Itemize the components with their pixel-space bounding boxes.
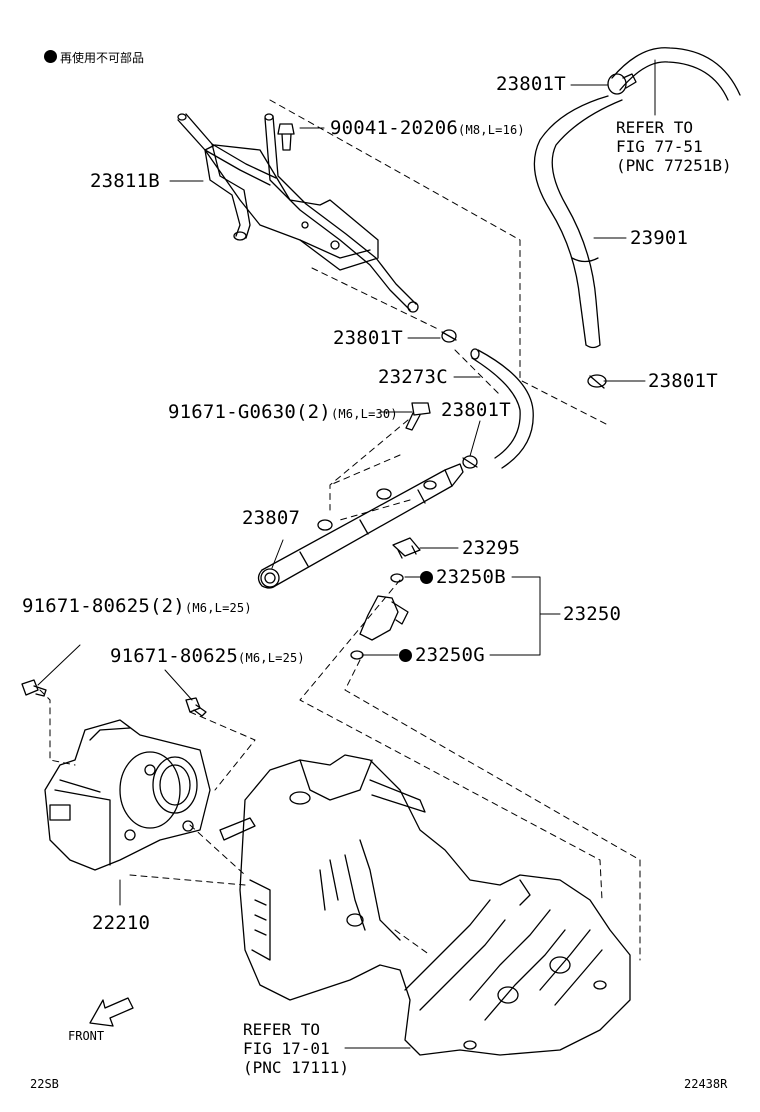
label-23801T-mid: 23801T bbox=[333, 327, 403, 349]
label-23250B: 23250B bbox=[420, 568, 506, 587]
legend-text: 再使用不可部品 bbox=[60, 51, 145, 65]
bolt-90041 bbox=[277, 123, 295, 151]
label-23811B: 23811B bbox=[90, 170, 160, 192]
fuel-rail-23807 bbox=[257, 463, 464, 589]
part-number: 23250B bbox=[436, 566, 506, 588]
bolt-spec: (M6,L=25) bbox=[238, 651, 305, 665]
non-reusable-dot-icon bbox=[399, 649, 412, 662]
label-23295: 23295 bbox=[462, 537, 521, 559]
refer-fig-77-51: REFER TO FIG 77-51 (PNC 77251B) bbox=[616, 118, 732, 175]
footer-right-code: 22438R bbox=[684, 1077, 728, 1091]
label-23807: 23807 bbox=[242, 507, 301, 529]
hose-clip-rail bbox=[462, 455, 478, 469]
hose-23901 bbox=[533, 47, 741, 349]
non-reusable-dot-icon bbox=[420, 571, 433, 584]
injector-23250 bbox=[350, 573, 409, 660]
part-number: 23250G bbox=[415, 644, 485, 666]
throttle-body-22210 bbox=[44, 719, 211, 871]
label-91671-80625-2: 91671-80625(2)(M6,L=25) bbox=[22, 597, 252, 616]
bolt-91671-80625-right bbox=[185, 697, 207, 717]
label-23250G: 23250G bbox=[399, 646, 485, 665]
non-reusable-dot-icon bbox=[44, 50, 57, 63]
intake-manifold bbox=[219, 754, 631, 1056]
hose-clip-right bbox=[587, 374, 607, 389]
bolt-91671-G0630 bbox=[405, 402, 431, 431]
part-number: 91671-G0630(2) bbox=[168, 401, 331, 423]
footer-left-code: 22SB bbox=[30, 1077, 59, 1091]
hose-clip-mid bbox=[441, 329, 457, 343]
front-label: FRONT bbox=[68, 1029, 105, 1043]
bolt-spec: (M8,L=16) bbox=[458, 123, 525, 137]
label-91671-80625: 91671-80625(M6,L=25) bbox=[110, 647, 305, 666]
label-22210: 22210 bbox=[92, 912, 151, 934]
fuel-pipe-23811B bbox=[177, 113, 419, 313]
clip-23295 bbox=[392, 537, 421, 559]
refer-fig-17-01: REFER TO FIG 17-01 (PNC 17111) bbox=[243, 1020, 349, 1077]
label-90041-20206: 90041-20206(M8,L=16) bbox=[330, 119, 525, 138]
part-number: 90041-20206 bbox=[330, 117, 459, 139]
legend-note: 再使用不可部品 bbox=[44, 50, 144, 64]
front-arrow-icon bbox=[89, 997, 134, 1027]
label-23801T-right: 23801T bbox=[648, 370, 718, 392]
hose-23273C bbox=[470, 348, 534, 469]
bolt-91671-80625-left bbox=[21, 679, 47, 697]
label-23250: 23250 bbox=[563, 603, 622, 625]
bolt-spec: (M6,L=30) bbox=[330, 407, 398, 421]
label-23801T-top: 23801T bbox=[496, 73, 566, 95]
hose-clip-top bbox=[607, 73, 637, 95]
label-23901: 23901 bbox=[630, 227, 689, 249]
leader-lines bbox=[37, 59, 656, 1049]
assembly-dashed-lines bbox=[39, 99, 641, 961]
label-23273C: 23273C bbox=[378, 366, 448, 388]
part-number: 91671-80625 bbox=[110, 645, 239, 667]
bolt-spec: (M6,L=25) bbox=[184, 601, 252, 615]
label-91671-G0630: 91671-G0630(2)(M6,L=30) bbox=[168, 403, 398, 422]
label-23801T-rail: 23801T bbox=[441, 399, 511, 421]
part-number: 91671-80625(2) bbox=[22, 595, 185, 617]
